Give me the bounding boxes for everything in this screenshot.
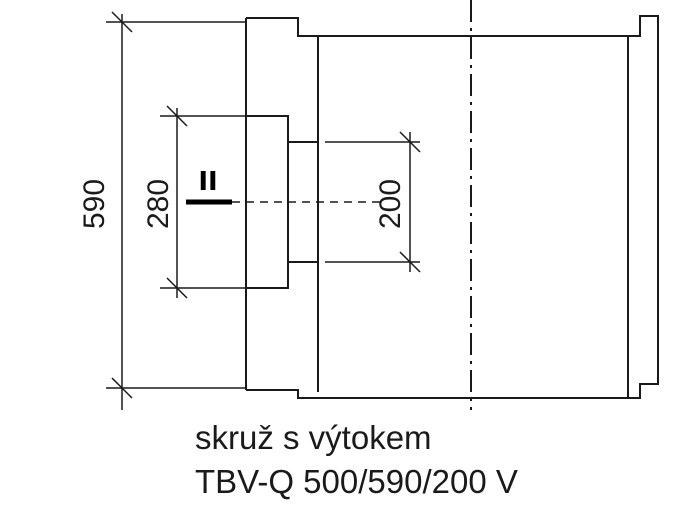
dimension-590-label: 590 bbox=[78, 179, 111, 229]
dimension-200-label: 200 bbox=[374, 179, 407, 229]
dimension-590 bbox=[106, 11, 246, 410]
dimension-280-label: 280 bbox=[142, 179, 175, 229]
caption-title: skruž s výtokem bbox=[195, 419, 432, 456]
dimension-200 bbox=[325, 131, 421, 273]
section-marker-label: II bbox=[198, 167, 217, 197]
dimension-280 bbox=[160, 105, 246, 299]
ring-outline bbox=[245, 15, 659, 399]
caption-product-code: TBV-Q 500/590/200 V bbox=[195, 463, 518, 500]
